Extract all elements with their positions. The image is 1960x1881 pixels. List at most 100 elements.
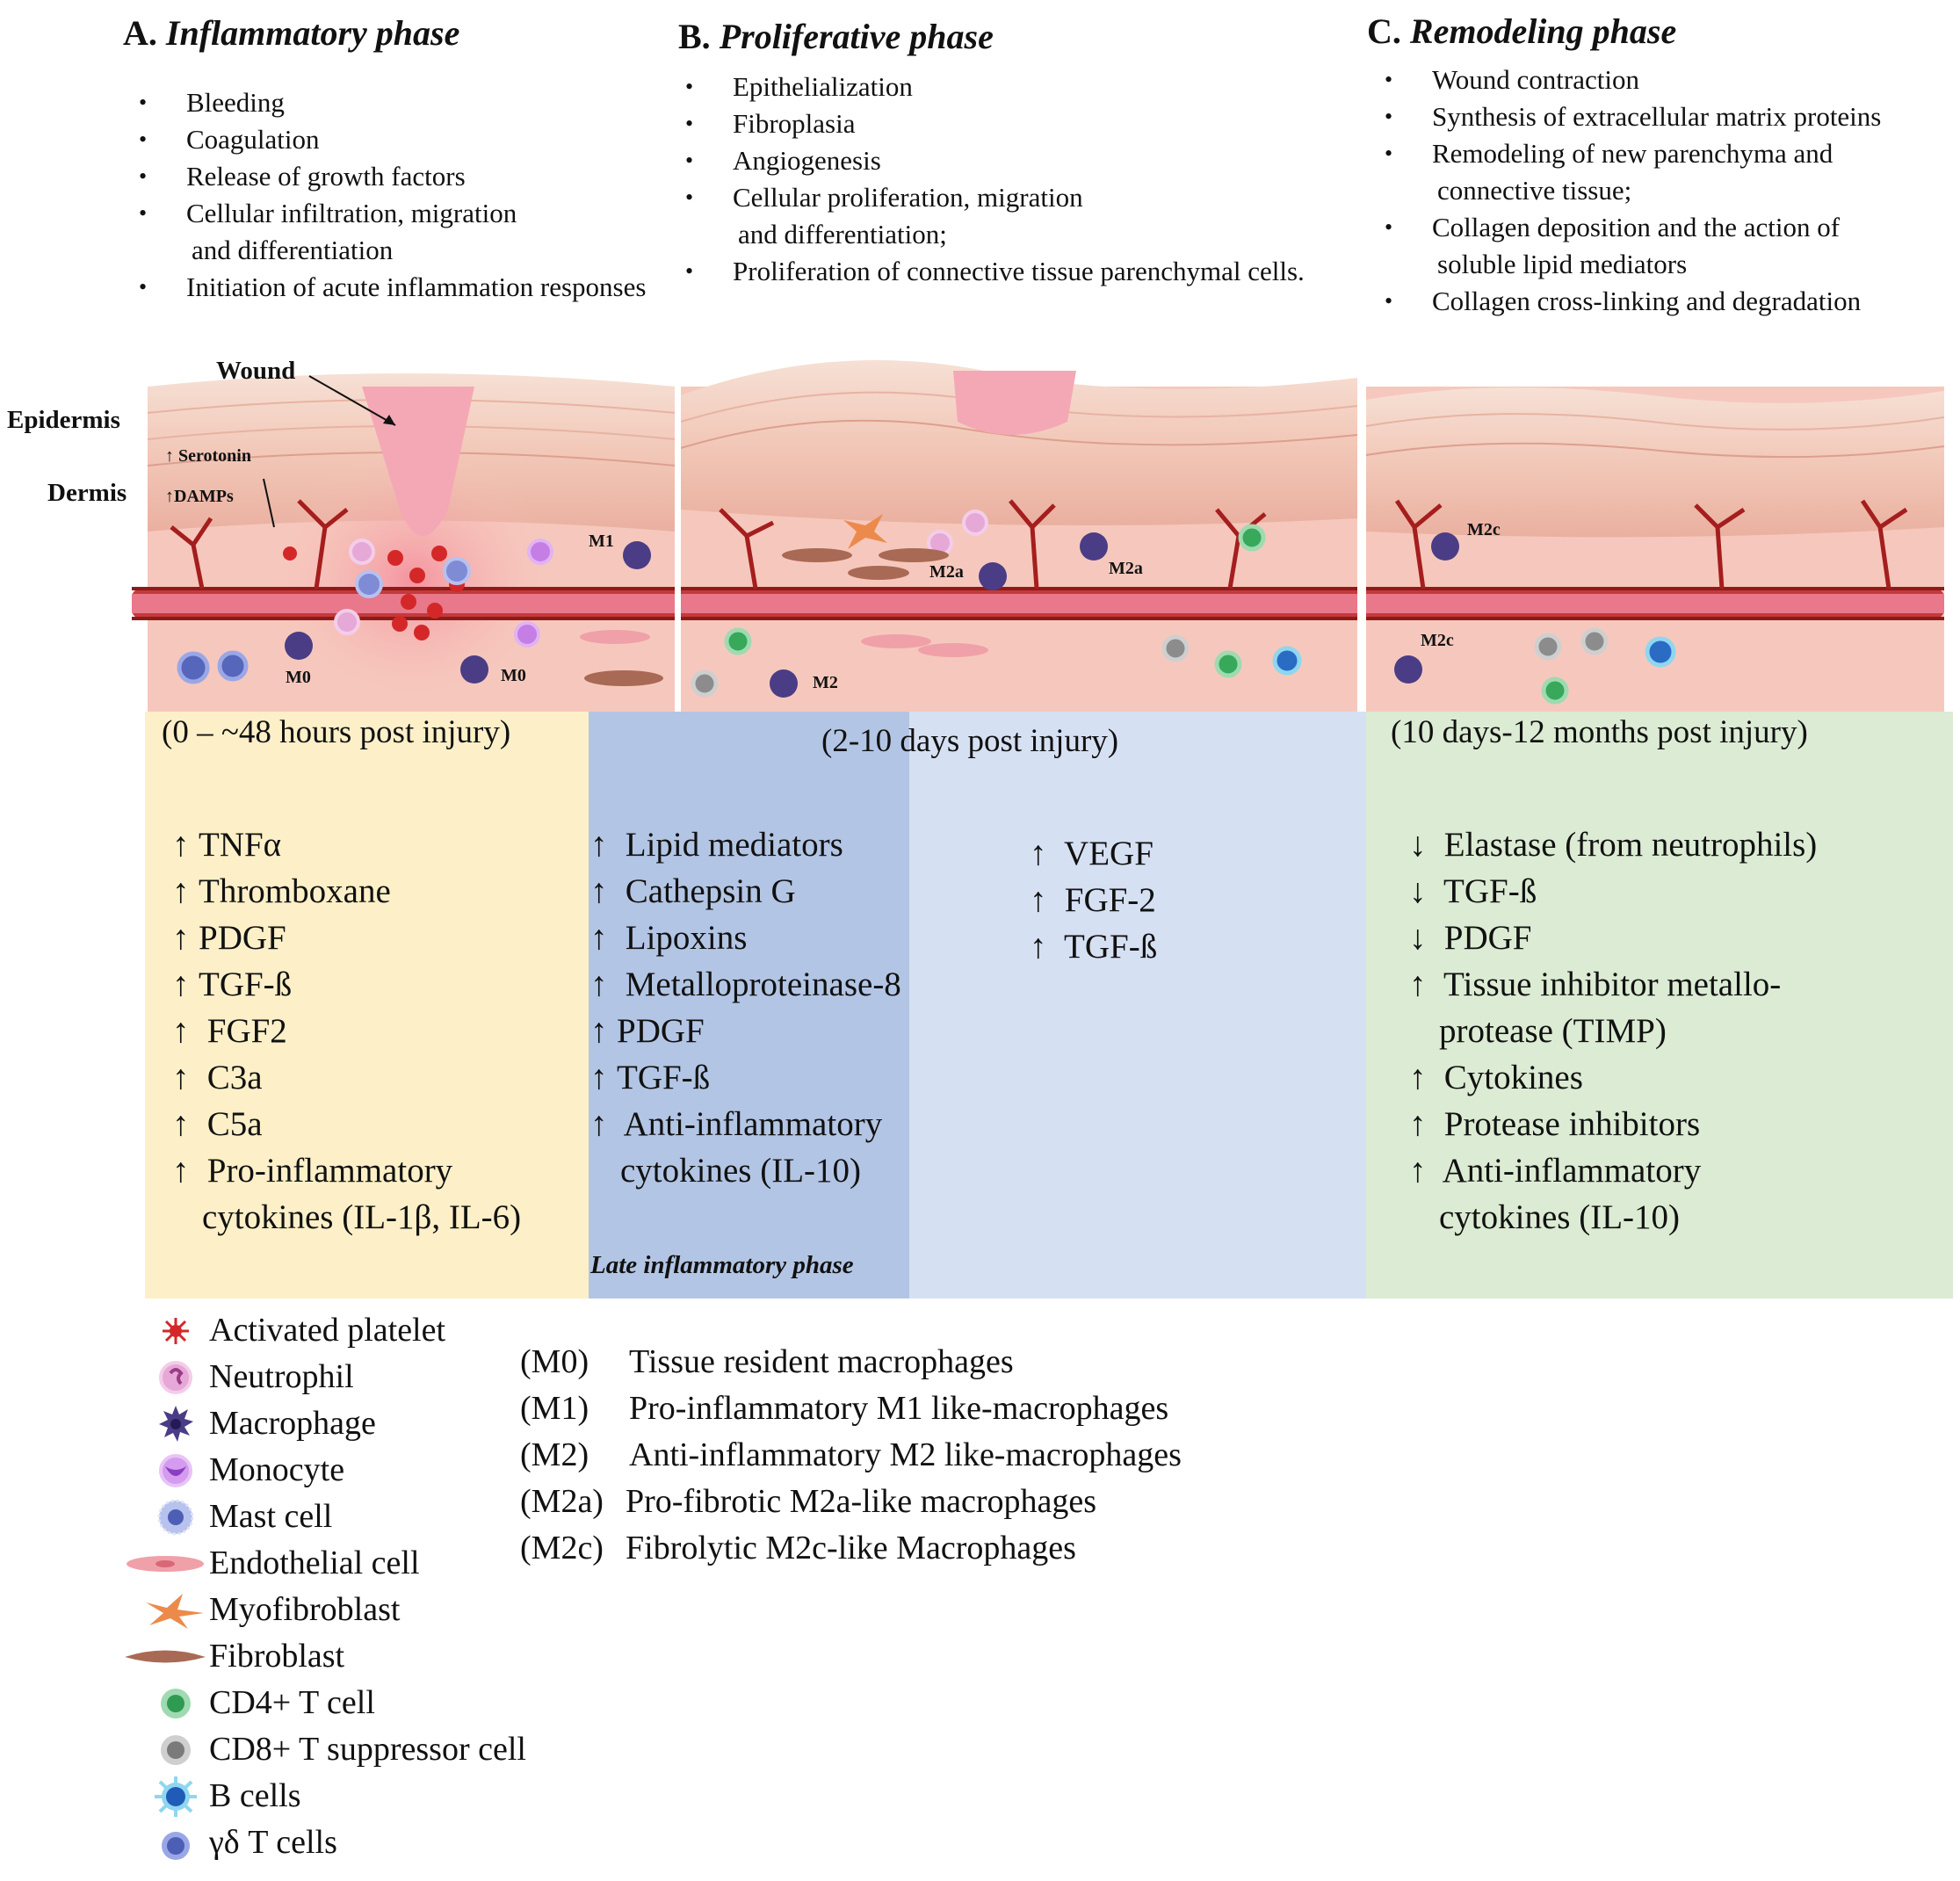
- bullet: Collagen deposition and the action ofsol…: [1385, 209, 1881, 283]
- macrophage-type-item: (M1)Pro-inflammatory M1 like-macrophages: [520, 1390, 1169, 1427]
- timeframe-inflammatory: (0 – ~48 hours post injury): [162, 714, 511, 750]
- myofibroblast-icon: [146, 1594, 204, 1629]
- bullet: Bleeding: [139, 84, 646, 121]
- bullet: Coagulation: [139, 121, 646, 158]
- proliferative-band: [909, 712, 1366, 1299]
- proliferative-factors: ↑ VEGF ↑ FGF-2 ↑ TGF-ß: [1030, 830, 1157, 970]
- factor-item: ↓ Elastase (from neutrophils): [1409, 826, 1818, 864]
- bullet: Wound contraction: [1385, 61, 1881, 98]
- wound-pointer: [308, 375, 396, 426]
- bullet: Release of growth factors: [139, 158, 646, 195]
- factor-item: ↓ TGF-ß: [1409, 872, 1537, 910]
- factor-item-continued: cytokines (IL-10): [1439, 1198, 1680, 1236]
- cd8-t-suppressor-cell-icon: [161, 1735, 191, 1765]
- factor-item: ↑ TGF-ß: [1030, 928, 1158, 966]
- factor-item: ↓ PDGF: [1409, 919, 1532, 957]
- macrophage-icon: [159, 1406, 193, 1442]
- neutrophil-icon: [159, 1361, 192, 1394]
- macrophage-label-m2a: M2a: [929, 562, 964, 582]
- macrophage-label-m0: M0: [286, 668, 311, 687]
- factor-item: ↑ Pro-inflammatory: [172, 1152, 453, 1190]
- panel-remodeling: [1365, 387, 1945, 713]
- factor-item: ↑ Cytokines: [1409, 1059, 1583, 1096]
- factor-item: ↑ VEGF: [1030, 835, 1154, 872]
- bullet: Remodeling of new parenchyma andconnecti…: [1385, 135, 1881, 209]
- bullet: Fibroplasia: [685, 105, 1305, 142]
- factor-item: ↑ Anti-inflammatory: [590, 1105, 883, 1143]
- factor-item: ↑TGF-ß: [172, 966, 293, 1003]
- bullet: Angiogenesis: [685, 142, 1305, 179]
- phase-b-title: B. Proliferative phase: [678, 17, 994, 56]
- phase-c-bullets: Wound contraction Synthesis of extracell…: [1385, 61, 1881, 320]
- factor-item: ↑ Metalloproteinase-8: [590, 966, 901, 1003]
- macrophage-label-m0: M0: [501, 666, 526, 685]
- remodeling-band: [1366, 712, 1953, 1299]
- epidermis-label: Epidermis: [7, 406, 120, 434]
- inflammatory-band: [145, 712, 589, 1299]
- macrophage-label-m2: M2: [813, 673, 838, 692]
- fibroblast-icon: [125, 1650, 206, 1663]
- factor-item: ↑ Lipid mediators: [590, 826, 843, 864]
- damps-label: ↑DAMPs: [165, 487, 234, 506]
- gamma-delta-t-cell-icon: [162, 1832, 190, 1860]
- bullet: Proliferation of connective tissue paren…: [685, 253, 1305, 290]
- monocyte-icon: [159, 1454, 192, 1487]
- factor-item-continued: cytokines (IL-1β, IL-6): [202, 1198, 522, 1236]
- late-inflammatory-factors: ↑ Lipid mediators ↑ Cathepsin G ↑ Lipoxi…: [590, 821, 901, 1194]
- factor-item: ↑ FGF2: [172, 1012, 287, 1050]
- factor-item: ↑ FGF-2: [1030, 881, 1156, 919]
- macrophage-label-m2c: M2c: [1421, 631, 1454, 650]
- factor-item: ↑ Cathepsin G: [590, 872, 796, 910]
- bullet: Collagen cross-linking and degradation: [1385, 283, 1881, 320]
- macrophage-type-item: (M2a)Pro-fibrotic M2a-like macrophages: [520, 1483, 1097, 1520]
- capillaries: [170, 499, 1908, 590]
- phase-a-bullets: Bleeding Coagulation Release of growth f…: [139, 84, 646, 306]
- factor-item: ↑TGF-ß: [590, 1059, 711, 1096]
- factor-item-continued: protease (TIMP): [1439, 1012, 1667, 1050]
- macrophage-type-item: (M2)Anti-inflammatory M2 like-macrophage…: [520, 1436, 1182, 1473]
- macrophage-types: (M0)Tissue resident macrophages (M1)Pro-…: [520, 1339, 1182, 1572]
- panel-proliferative: [680, 360, 1358, 713]
- serotonin-label: ↑ Serotonin: [165, 446, 251, 466]
- factor-item-continued: cytokines (IL-10): [620, 1152, 861, 1190]
- panel-inflammatory: [147, 373, 676, 713]
- cells: [177, 510, 1676, 705]
- b-cell-icon: [155, 1776, 197, 1817]
- factor-item: ↑TNFα: [172, 826, 282, 864]
- factor-item: ↑ C3a: [172, 1059, 263, 1096]
- mast-cell-icon: [157, 1499, 194, 1536]
- factor-item: ↑ Protease inhibitors: [1409, 1105, 1701, 1143]
- factor-item: ↑ Anti-inflammatory: [1409, 1152, 1702, 1190]
- factor-item: ↑PDGF: [172, 919, 286, 957]
- phase-c-title: C. Remodeling phase: [1367, 11, 1677, 51]
- damps-pointer: [263, 478, 275, 528]
- macrophage-type-item: (M2c)Fibrolytic M2c-like Macrophages: [520, 1530, 1076, 1566]
- bullet: Initiation of acute inflammation respons…: [139, 269, 646, 306]
- macrophage-type-item: (M0)Tissue resident macrophages: [520, 1343, 1014, 1380]
- timeframe-proliferative: (2-10 days post injury): [821, 723, 1119, 759]
- skin-illustration: [132, 360, 1945, 720]
- factor-item: ↑ Tissue inhibitor metallo-: [1409, 966, 1782, 1003]
- remodeling-factors: ↓ Elastase (from neutrophils) ↓ TGF-ß ↓ …: [1409, 821, 1817, 1241]
- macrophage-label-m2a: M2a: [1109, 559, 1143, 578]
- macrophage-label-m2c: M2c: [1467, 520, 1501, 539]
- macrophage-label-m1: M1: [589, 532, 614, 551]
- inflammatory-factors: ↑TNFα ↑Thromboxane ↑PDGF ↑TGF-ß ↑ FGF2 ↑…: [172, 821, 521, 1241]
- factor-item: ↑Thromboxane: [172, 872, 391, 910]
- phase-a-title: A. Inflammatory phase: [123, 13, 460, 53]
- factor-item: ↑ C5a: [172, 1105, 263, 1143]
- blood-vessel: [132, 587, 1944, 620]
- panel-separator: [1357, 378, 1366, 720]
- factor-item: ↑PDGF: [590, 1012, 705, 1050]
- phase-b-bullets: Epithelialization Fibroplasia Angiogenes…: [685, 69, 1305, 290]
- activated-platelet-icon: [163, 1318, 189, 1344]
- bullet: Epithelialization: [685, 69, 1305, 105]
- late-inflammatory-label: Late inflammatory phase: [590, 1251, 854, 1279]
- factor-item: ↑ Lipoxins: [590, 919, 748, 957]
- panel-separator: [675, 378, 681, 720]
- arrow-head: [383, 415, 395, 425]
- dermis-label: Dermis: [47, 479, 127, 507]
- endothelial-cell-icon: [127, 1556, 204, 1572]
- cd4-t-cell-icon: [161, 1689, 191, 1718]
